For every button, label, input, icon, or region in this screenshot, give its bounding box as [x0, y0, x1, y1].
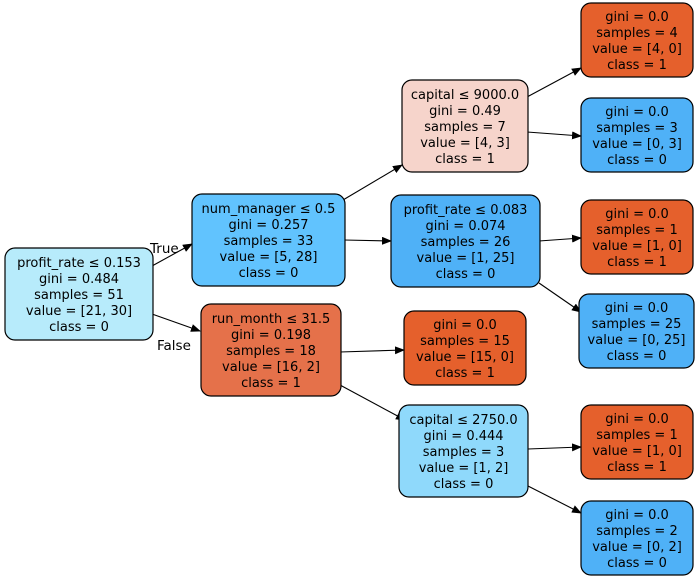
node-line: samples = 18	[226, 344, 316, 359]
edge-n2-n6	[339, 384, 406, 421]
edge-n3-n8	[526, 131, 582, 140]
node-line: value = [21, 30]	[26, 304, 132, 319]
edge-n6-n11	[527, 443, 582, 452]
node-box	[401, 79, 529, 173]
node-line: samples = 2	[596, 524, 677, 539]
node-line: samples = 15	[420, 334, 510, 349]
node-line: samples = 1	[596, 428, 677, 443]
node-box	[403, 310, 527, 386]
node-line: class = 0	[607, 556, 667, 571]
edge-n4-n10	[538, 282, 582, 313]
node-line: gini = 0.0	[605, 412, 669, 427]
node-box	[580, 500, 694, 576]
node-line: class = 0	[607, 349, 667, 364]
node-line: profit_rate ≤ 0.083	[404, 203, 528, 218]
node-line: value = [16, 2]	[222, 360, 320, 375]
edge-n3-n7	[526, 67, 582, 98]
node-line: value = [0, 25]	[588, 333, 686, 348]
node-line: class = 1	[435, 366, 495, 381]
node-box	[200, 303, 342, 397]
node-line: gini = 0.074	[425, 219, 505, 234]
node-box	[191, 193, 346, 287]
node-line: class = 0	[607, 153, 667, 168]
node-line: value = [1, 25]	[417, 251, 515, 266]
node-line: value = [0, 3]	[592, 137, 682, 152]
node-box	[580, 2, 694, 78]
node-line: gini = 0.484	[39, 272, 119, 287]
node-line: samples = 3	[423, 445, 504, 460]
node-line: value = [1, 2]	[419, 461, 509, 476]
node-box	[580, 97, 694, 173]
node-line: class = 0	[239, 266, 299, 281]
node-box	[580, 404, 694, 480]
node-line: class = 1	[607, 460, 667, 475]
node-line: gini = 0.0	[605, 301, 669, 316]
node-line: gini = 0.198	[231, 328, 311, 343]
node-line: value = [1, 0]	[592, 444, 682, 459]
node-line: capital ≤ 9000.0	[411, 88, 519, 103]
edge-n0-n1	[151, 243, 193, 267]
node-line: class = 1	[607, 58, 667, 73]
node-line: samples = 1	[596, 223, 677, 238]
node-box	[390, 194, 541, 288]
node-line: value = [5, 28]	[220, 250, 318, 265]
node-line: samples = 26	[421, 235, 511, 250]
node-box	[578, 293, 695, 369]
node-line: samples = 7	[424, 120, 505, 135]
edge-label-false: False	[157, 338, 191, 354]
node-line: value = [4, 3]	[420, 136, 510, 151]
node-box	[398, 404, 529, 498]
node-line: gini = 0.0	[433, 318, 497, 333]
edge-n6-n12	[527, 485, 582, 514]
node-line: samples = 25	[592, 317, 682, 332]
node-line: value = [0, 2]	[592, 540, 682, 555]
node-box	[4, 247, 154, 341]
node-line: gini = 0.49	[429, 104, 501, 119]
node-line: num_manager ≤ 0.5	[202, 202, 336, 217]
node-line: gini = 0.0	[605, 508, 669, 523]
node-line: samples = 3	[596, 121, 677, 136]
node-line: profit_rate ≤ 0.153	[17, 256, 141, 271]
edge-n0-n2	[151, 313, 201, 332]
node-line: value = [4, 0]	[592, 42, 682, 57]
node-line: class = 0	[434, 477, 494, 492]
edge-n1-n3	[342, 164, 403, 201]
node-line: capital ≤ 2750.0	[409, 413, 517, 428]
node-line: gini = 0.0	[605, 105, 669, 120]
node-line: gini = 0.0	[605, 10, 669, 25]
edge-label-true: True	[149, 241, 179, 257]
edge-n4-n9	[538, 234, 582, 243]
node-line: samples = 51	[34, 288, 124, 303]
node-box	[580, 199, 694, 275]
edge-n1-n4	[343, 236, 392, 245]
node-line: gini = 0.257	[228, 218, 308, 233]
node-line: gini = 0.444	[423, 429, 503, 444]
node-line: class = 1	[435, 152, 495, 167]
node-line: value = [15, 0]	[416, 350, 514, 365]
node-line: class = 1	[607, 255, 667, 270]
node-line: class = 0	[436, 267, 496, 282]
node-line: class = 1	[241, 376, 301, 391]
node-line: samples = 33	[224, 234, 314, 249]
node-line: class = 0	[49, 320, 109, 335]
node-line: run_month ≤ 31.5	[212, 312, 331, 327]
node-line: gini = 0.0	[605, 207, 669, 222]
node-line: value = [1, 0]	[592, 239, 682, 254]
edge-n2-n5	[339, 346, 405, 355]
node-line: samples = 4	[596, 26, 677, 41]
